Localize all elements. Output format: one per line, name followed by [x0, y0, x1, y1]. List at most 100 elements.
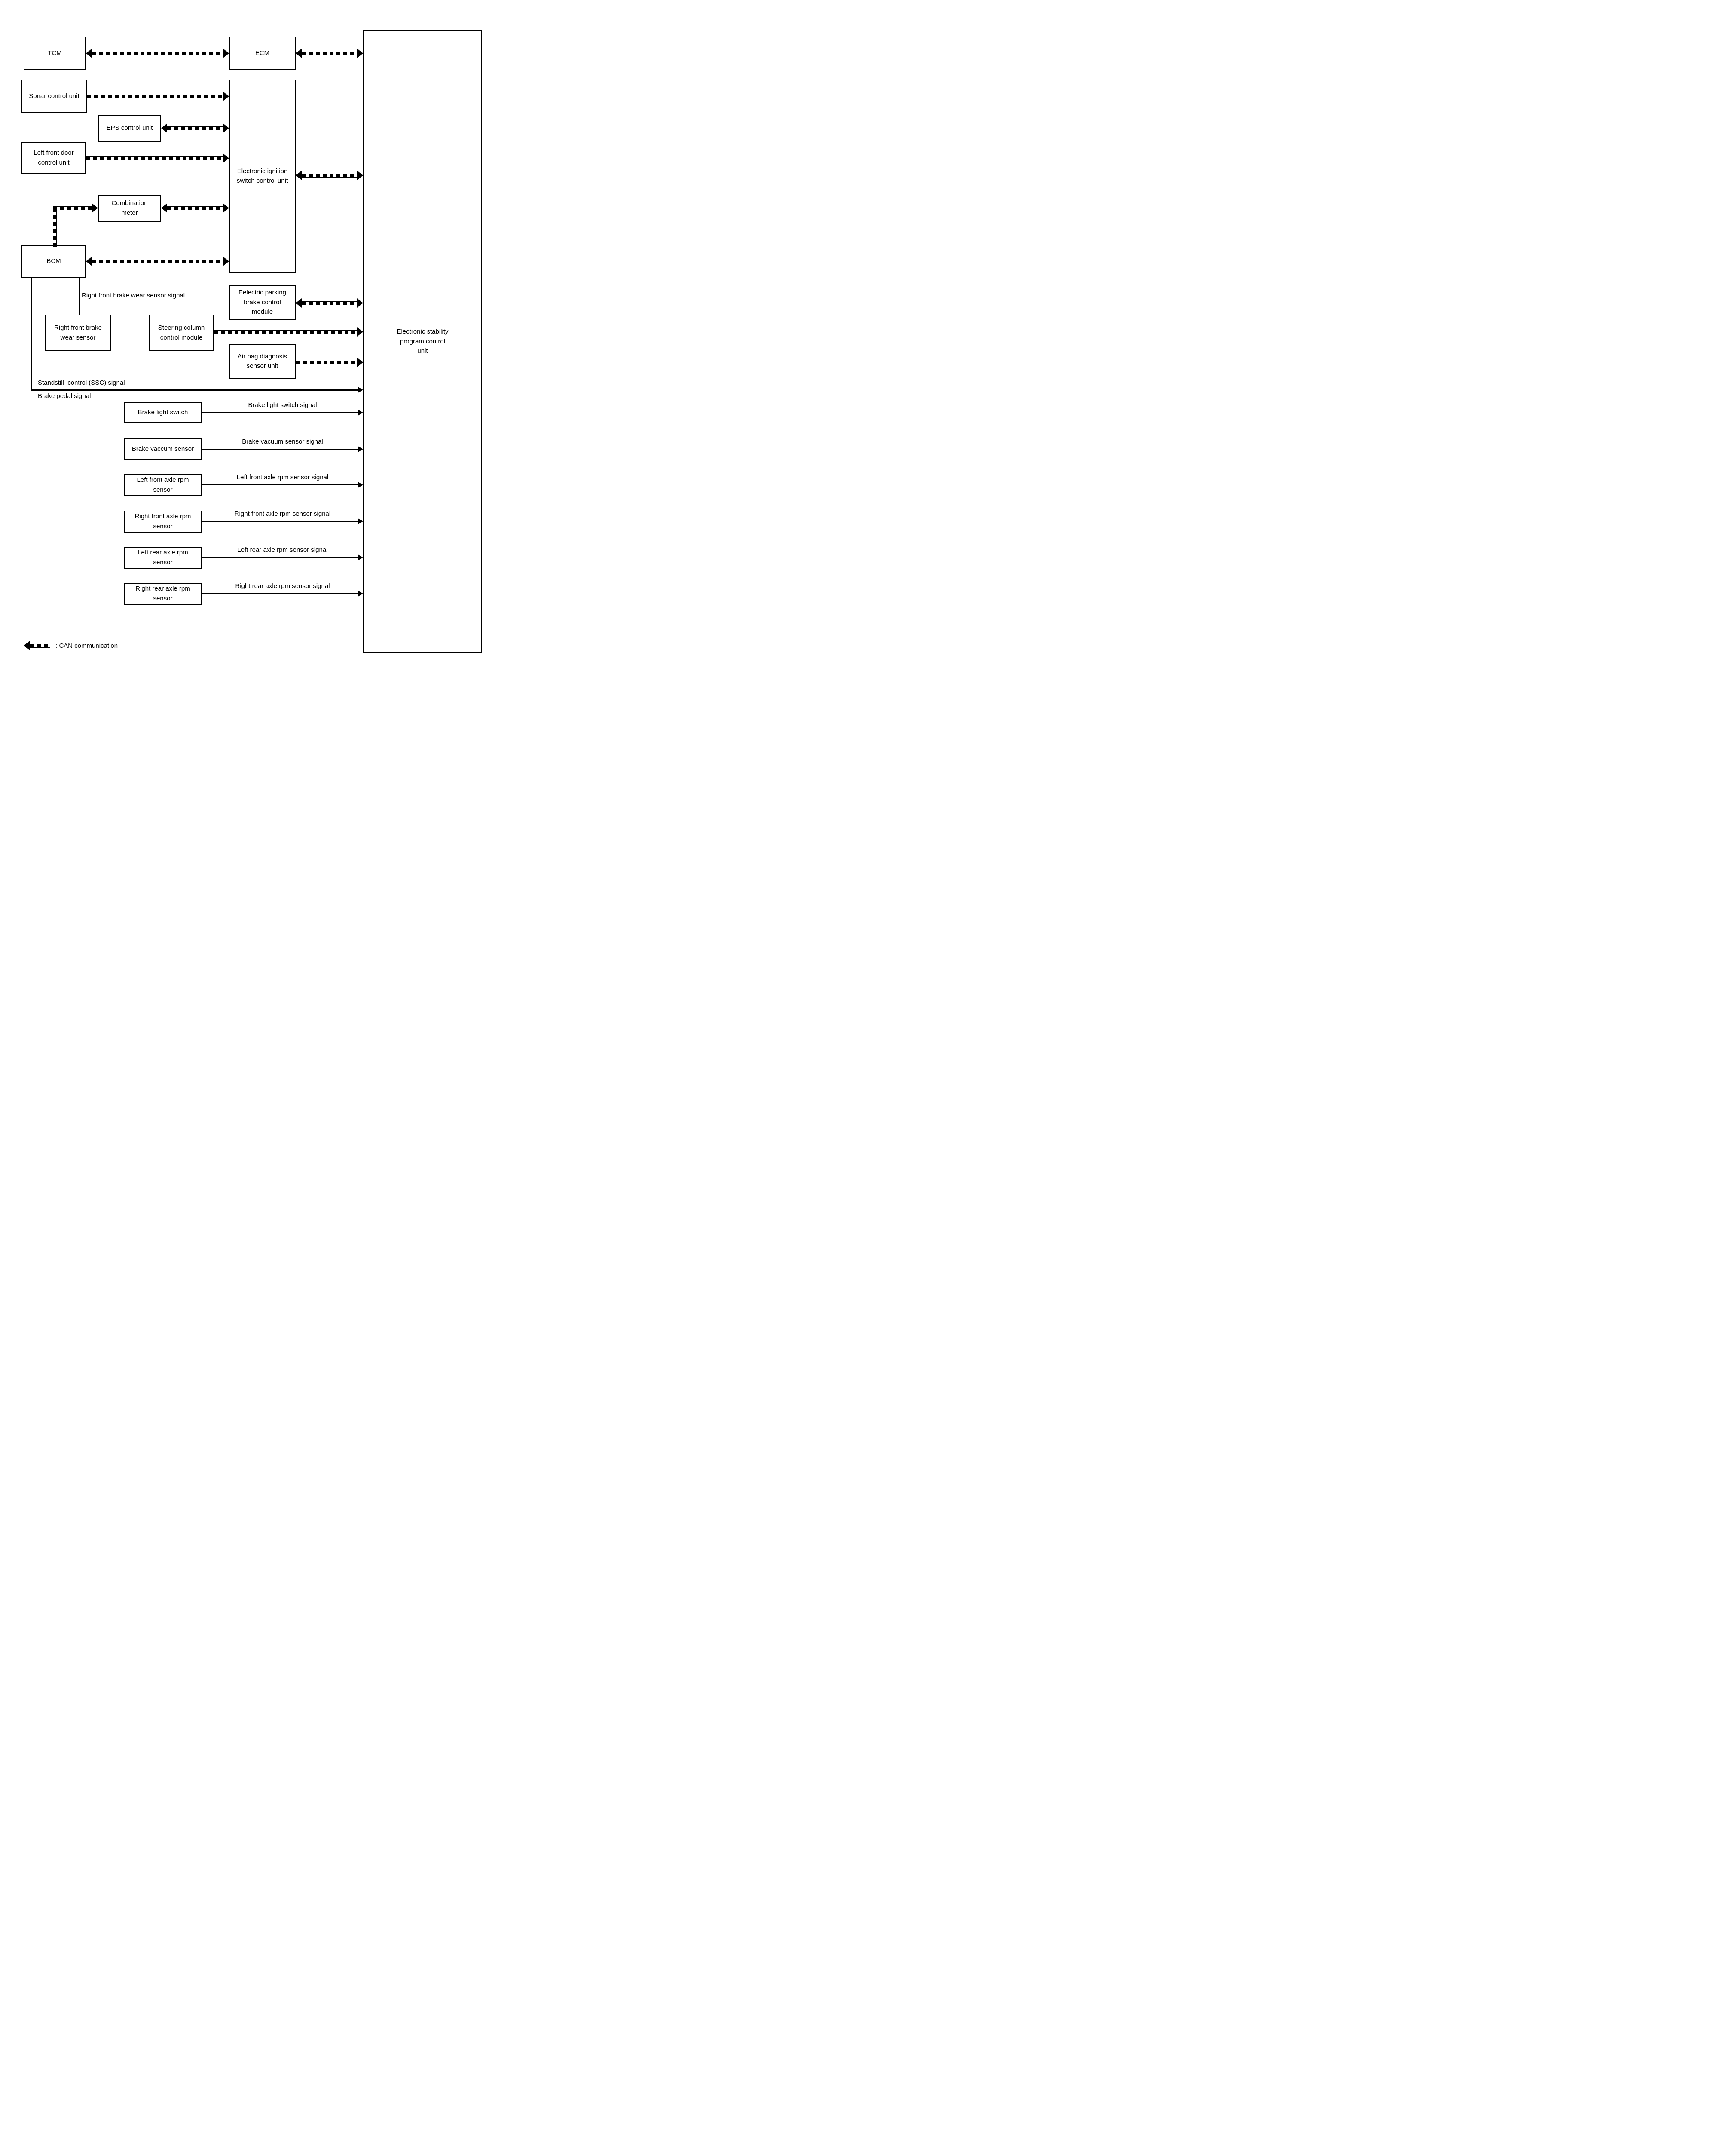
can-dashed-bar — [87, 94, 223, 98]
arrowhead-right-icon — [358, 446, 363, 452]
can-arrow-left-front-door-ignition — [86, 153, 229, 163]
arrowhead-right-icon — [358, 410, 363, 416]
can-dashed-bar — [214, 330, 357, 334]
can-arrow-ignition-esp — [296, 170, 363, 181]
label-right-front-axle-signal: Right front axle rpm sensor signal — [234, 510, 331, 517]
signal-arrow-right-rear-axle — [202, 591, 363, 597]
can-dashed-bar — [167, 206, 223, 210]
can-arrow-eps-ignition — [161, 123, 229, 133]
can-arrow-sonar-ignition — [87, 91, 229, 101]
signal-line — [202, 412, 358, 413]
box-right-front-brake-wear-sensor: Right front brake wear sensor — [45, 315, 111, 351]
box-combination-meter: Combination meter — [98, 195, 161, 222]
can-dashed-bar — [302, 173, 357, 178]
arrowhead-right-icon — [357, 358, 363, 367]
box-right-front-axle-rpm-sensor: Right front axle rpm sensor — [124, 511, 202, 533]
box-brake-light-switch: Brake light switch — [124, 402, 202, 423]
can-arrow-combination-meter-ignition — [161, 203, 229, 213]
arrowhead-right-icon — [92, 203, 98, 213]
arrowhead-right-icon — [358, 482, 363, 488]
signal-arrow-right-front-axle — [202, 518, 363, 524]
box-ecm: ECM — [229, 37, 296, 70]
box-eps-control-unit: EPS control unit — [98, 115, 161, 142]
box-brake-vacuum-sensor: Brake vaccum sensor — [124, 438, 202, 460]
can-arrow-bcm-ignition — [86, 256, 229, 266]
signal-arrow-brake-light-switch — [202, 410, 363, 416]
legend: : CAN communication — [24, 640, 118, 651]
can-dashed-bar — [92, 259, 223, 263]
arrowhead-left-icon — [161, 203, 167, 213]
signal-line — [202, 557, 358, 558]
arrowhead-right-icon — [223, 123, 229, 133]
signal-arrow-left-rear-axle — [202, 554, 363, 560]
signal-line — [202, 593, 358, 594]
box-tcm: TCM — [24, 37, 86, 70]
arrowhead-right-icon — [358, 387, 363, 393]
box-air-bag-diagnosis-sensor-unit: Air bag diagnosis sensor unit — [229, 344, 296, 379]
arrowhead-left-icon — [296, 298, 302, 308]
can-legend-arrow-icon — [24, 640, 50, 651]
arrowhead-left-icon — [24, 641, 30, 650]
can-communication-diagram: TCM ECM Electronic stability program con… — [0, 0, 496, 672]
arrowhead-left-icon — [86, 257, 92, 266]
label-right-rear-axle-signal: Right rear axle rpm sensor signal — [235, 582, 330, 590]
can-arrow-air-bag-esp — [296, 357, 363, 367]
box-electronic-ignition-switch-control-unit: Electronic ignition switch control unit — [229, 80, 296, 273]
box-electronic-stability-program-control-unit: Electronic stability program control uni… — [363, 30, 482, 653]
box-right-rear-axle-rpm-sensor: Right rear axle rpm sensor — [124, 583, 202, 605]
label-rf-brake-wear-signal: Right front brake wear sensor signal — [82, 292, 185, 299]
box-sonar-control-unit: Sonar control unit — [21, 80, 87, 113]
arrowhead-left-icon — [296, 171, 302, 180]
arrowhead-right-icon — [223, 203, 229, 213]
signal-line — [31, 389, 358, 391]
can-dashed-bar — [30, 643, 50, 648]
arrowhead-right-icon — [223, 153, 229, 163]
can-arrow-bcm-combination-meter — [53, 203, 98, 213]
arrowhead-right-icon — [223, 92, 229, 101]
arrowhead-left-icon — [161, 123, 167, 133]
can-dashed-bar — [167, 126, 223, 130]
can-line-bcm-combination-meter-vertical — [53, 208, 57, 247]
arrowhead-left-icon — [86, 49, 92, 58]
can-dashed-bar — [92, 51, 223, 55]
can-dashed-bar — [86, 156, 223, 160]
box-electric-parking-brake-control-module: Eelectric parking brake control module — [229, 285, 296, 320]
label-left-rear-axle-signal: Left rear axle rpm sensor signal — [237, 546, 328, 554]
box-bcm: BCM — [21, 245, 86, 278]
can-dashed-bar — [302, 51, 357, 55]
arrowhead-right-icon — [357, 327, 363, 337]
signal-line — [202, 521, 358, 522]
can-arrow-steering-column-esp — [214, 327, 363, 337]
arrowhead-right-icon — [358, 591, 363, 597]
box-steering-column-control-module: Steering column control module — [149, 315, 214, 351]
label-standstill-signal: Standstill control (SSC) signal — [38, 379, 125, 386]
label-brake-light-switch-signal: Brake light switch signal — [248, 401, 317, 409]
label-brake-vacuum-signal: Brake vacuum sensor signal — [242, 438, 323, 445]
legend-label: : CAN communication — [55, 642, 118, 649]
arrowhead-right-icon — [358, 518, 363, 524]
label-brake-pedal-signal: Brake pedal signal — [38, 392, 91, 400]
signal-line — [202, 484, 358, 485]
box-left-rear-axle-rpm-sensor: Left rear axle rpm sensor — [124, 547, 202, 569]
can-arrow-parking-brake-esp — [296, 298, 363, 308]
signal-arrow-brake-vacuum — [202, 446, 363, 452]
arrowhead-left-icon — [296, 49, 302, 58]
arrowhead-right-icon — [357, 298, 363, 308]
wire-bcm-rf-brake-wear-vertical — [79, 278, 80, 315]
signal-line — [202, 449, 358, 450]
box-left-front-axle-rpm-sensor: Left front axle rpm sensor — [124, 474, 202, 496]
box-left-front-door-control-unit: Left front door control unit — [21, 142, 86, 174]
can-arrow-tcm-ecm — [86, 48, 229, 58]
can-dashed-bar — [302, 301, 357, 305]
can-arrow-ecm-esp — [296, 48, 363, 58]
can-dashed-bar — [296, 360, 357, 364]
wire-bcm-standstill-vertical — [31, 278, 32, 390]
arrowhead-right-icon — [357, 49, 363, 58]
arrowhead-right-icon — [358, 554, 363, 560]
signal-arrow-left-front-axle — [202, 482, 363, 488]
can-dashed-bar — [53, 206, 92, 210]
arrowhead-right-icon — [357, 171, 363, 180]
arrowhead-right-icon — [223, 257, 229, 266]
label-left-front-axle-signal: Left front axle rpm sensor signal — [236, 474, 329, 481]
signal-arrow-standstill — [31, 387, 363, 393]
